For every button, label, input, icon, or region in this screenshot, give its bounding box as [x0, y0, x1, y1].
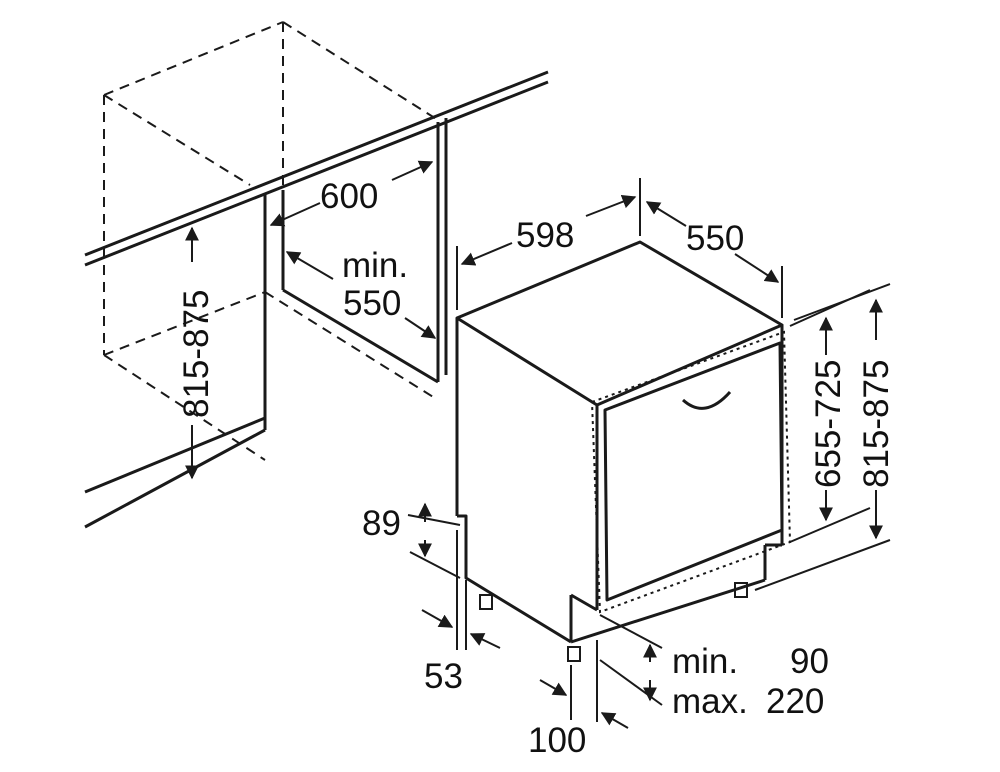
cabinet-outline: [84, 21, 549, 529]
feet: [479, 582, 748, 662]
label-adjust-min-value: 90: [790, 642, 829, 681]
door-panel: [590, 330, 792, 614]
label-plinth-height: 89: [362, 504, 401, 543]
label-cabinet-depth-min: min.: [342, 246, 408, 285]
dim-plinth-setback: [421, 530, 501, 650]
dim-appliance-width: [456, 178, 641, 310]
label-appliance-width: 598: [516, 216, 574, 255]
dim-appliance-depth: [645, 201, 783, 318]
label-cabinet-height: 815-875: [177, 290, 216, 418]
dishwasher-body: [455, 240, 784, 644]
label-plinth-setback: 53: [424, 657, 463, 696]
dim-plinth-height: [407, 502, 461, 579]
label-adjust-min: min.: [672, 642, 738, 681]
dim-adjustment: [599, 614, 663, 706]
door-handle-icon: [681, 390, 732, 410]
dim-appliance-height: [754, 283, 891, 591]
label-door-height: 655-725: [809, 360, 848, 488]
dim-cabinet-width: [269, 160, 434, 227]
label-adjust-max-value: 220: [766, 682, 824, 721]
dim-foot-offset: [539, 640, 629, 729]
label-appliance-height: 815-875: [857, 360, 896, 488]
label-adjust-max: max.: [672, 682, 748, 721]
label-foot-offset: 100: [528, 721, 586, 760]
label-cabinet-width: 600: [320, 177, 378, 216]
label-appliance-depth: 550: [686, 219, 744, 258]
dim-cabinet-depth: [285, 251, 437, 339]
label-cabinet-depth-value: 550: [343, 284, 401, 323]
